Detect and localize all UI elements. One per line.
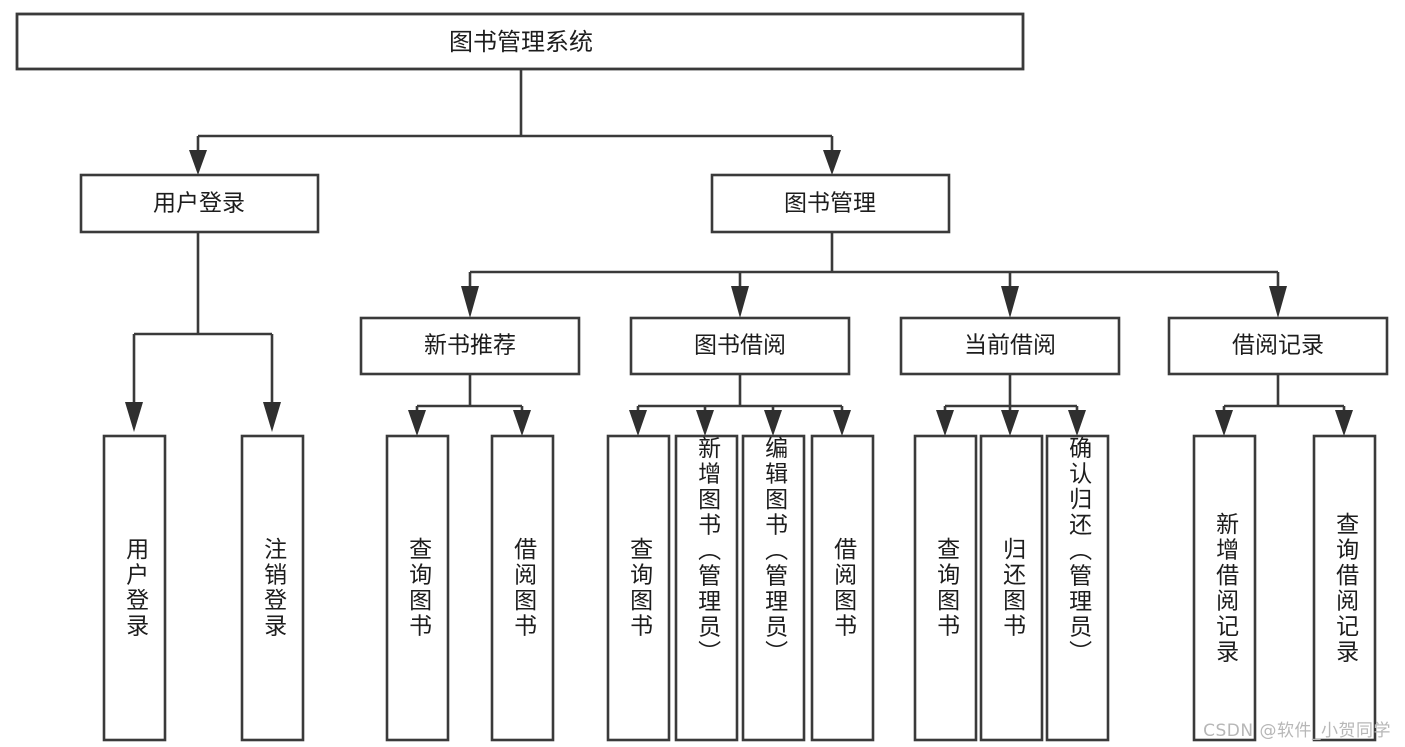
node-new-book-recommend-box[interactable] — [359, 316, 581, 376]
arrow-head-leaf-query-book-3 — [936, 410, 954, 436]
arrow-head-leaf-query-book-1 — [408, 410, 426, 436]
arrow-head-user-login — [189, 150, 207, 175]
arrow-head-new-book-recommend — [461, 286, 479, 318]
node-root[interactable]: 图书管理系统 — [15, 12, 1025, 71]
node-book-manage[interactable]: 图书管理 — [710, 173, 951, 234]
node-root-box[interactable] — [15, 12, 1025, 71]
node-new-book-recommend-label: 新书推荐 — [424, 333, 516, 359]
arrow-head-borrow-record — [1269, 286, 1287, 318]
arrow-head-leaf-add-book — [696, 410, 714, 436]
node-book-borrow-box[interactable] — [629, 316, 851, 376]
leaf-box-add-book[interactable] — [674, 434, 739, 742]
node-user-login[interactable]: 用户登录 — [79, 173, 320, 234]
leaf-box-query-book-2[interactable] — [606, 434, 671, 742]
leaf-box-borrow-book-2[interactable] — [810, 434, 875, 742]
arrow-head-leaf-confirm-return — [1068, 410, 1086, 436]
arrow-head-leaf-user-logout — [263, 402, 281, 432]
arrow-head-leaf-query-record — [1335, 410, 1353, 436]
leaf-box-add-record[interactable] — [1192, 434, 1257, 742]
arrow-head-leaf-query-book-2 — [629, 410, 647, 436]
node-layer: 图书管理系统 用户登录 图书管理 新书推荐 图书借阅 — [15, 12, 1389, 742]
arrow-head-leaf-user-login — [125, 402, 143, 432]
watermark-text: CSDN @软件_小贺同学 — [1203, 721, 1391, 741]
arrow-head-book-borrow — [731, 286, 749, 318]
arrow-head-leaf-borrow-book-2 — [833, 410, 851, 436]
node-book-borrow-label: 图书借阅 — [694, 333, 786, 359]
leaf-box-user-login[interactable] — [102, 434, 167, 742]
leaf-box-edit-book[interactable] — [741, 434, 806, 742]
node-borrow-record[interactable]: 借阅记录 — [1167, 316, 1389, 376]
node-book-manage-label: 图书管理 — [784, 191, 876, 217]
leaf-box-return-book[interactable] — [979, 434, 1044, 742]
node-borrow-record-box[interactable] — [1167, 316, 1389, 376]
arrow-head-leaf-borrow-book-1 — [513, 410, 531, 436]
node-book-manage-box[interactable] — [710, 173, 951, 234]
node-borrow-record-label: 借阅记录 — [1232, 333, 1324, 359]
arrow-head-leaf-return-book — [1001, 410, 1019, 436]
arrow-head-current-borrow — [1001, 286, 1019, 318]
node-current-borrow-box[interactable] — [899, 316, 1121, 376]
node-user-login-label: 用户登录 — [153, 191, 245, 217]
arrow-head-leaf-edit-book — [764, 410, 782, 436]
leaf-box-borrow-book-1[interactable] — [490, 434, 555, 742]
leaf-box-confirm-return[interactable] — [1045, 434, 1110, 742]
arrow-head-book-manage — [823, 150, 841, 175]
node-new-book-recommend[interactable]: 新书推荐 — [359, 316, 581, 376]
leaf-box-query-book-1[interactable] — [385, 434, 450, 742]
node-user-login-box[interactable] — [79, 173, 320, 234]
leaf-box-query-record[interactable] — [1312, 434, 1377, 742]
connector-layer — [125, 69, 1353, 436]
node-current-borrow[interactable]: 当前借阅 — [899, 316, 1121, 376]
node-current-borrow-label: 当前借阅 — [964, 333, 1056, 359]
node-book-borrow[interactable]: 图书借阅 — [629, 316, 851, 376]
arrow-head-leaf-add-record — [1215, 410, 1233, 436]
leaf-box-query-book-3[interactable] — [913, 434, 978, 742]
node-root-label: 图书管理系统 — [449, 28, 593, 56]
leaf-box-user-logout[interactable] — [240, 434, 305, 742]
